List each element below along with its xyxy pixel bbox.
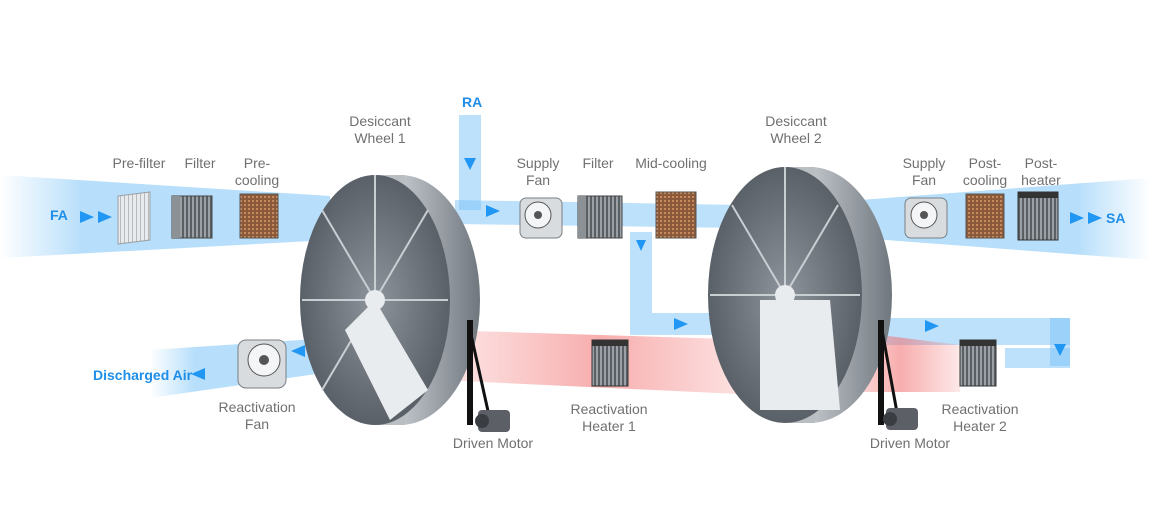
filter-1-shape xyxy=(171,195,213,239)
driven-motor-1-shape xyxy=(468,329,510,432)
post-cooling-label: Post-cooling xyxy=(962,155,1008,188)
post-cooling-shape xyxy=(965,193,1005,239)
driven-motor-2-shape xyxy=(880,329,918,430)
filter-2-label: Filter xyxy=(582,155,614,171)
post-heater-shape xyxy=(1017,191,1059,241)
ra-label: RA xyxy=(462,94,483,110)
supply-fan-2-shape xyxy=(904,197,948,239)
discharged-air-label: Discharged Air xyxy=(93,367,193,383)
mid-cooling-shape xyxy=(655,191,697,239)
post-heater-label: Post-heater xyxy=(1021,155,1061,188)
pre-cooling-label: Pre-cooling xyxy=(234,155,280,188)
pre-filter-label: Pre-filter xyxy=(112,155,166,171)
sa-label: SA xyxy=(1106,210,1126,226)
filter-1-label: Filter xyxy=(184,155,216,171)
supply-fan-1-shape xyxy=(519,197,563,239)
reactivation-fan-shape xyxy=(237,339,287,389)
reactivation-heater-1-shape xyxy=(591,339,629,387)
filter-2-shape xyxy=(577,195,623,239)
mid-cooling-label: Mid-cooling xyxy=(635,155,707,171)
reactivation-heater-2-shape xyxy=(959,339,997,387)
desiccant-wheel-1 xyxy=(300,175,480,425)
driven-motor-2-label: Driven Motor xyxy=(869,435,951,451)
pre-filter-shape xyxy=(117,191,151,245)
fa-label: FA xyxy=(50,207,68,223)
pre-cooling-shape xyxy=(239,193,279,239)
driven-motor-1-label: Driven Motor xyxy=(452,435,534,451)
flow-arrows xyxy=(80,158,1102,380)
desiccant-wheel-2 xyxy=(708,167,892,425)
